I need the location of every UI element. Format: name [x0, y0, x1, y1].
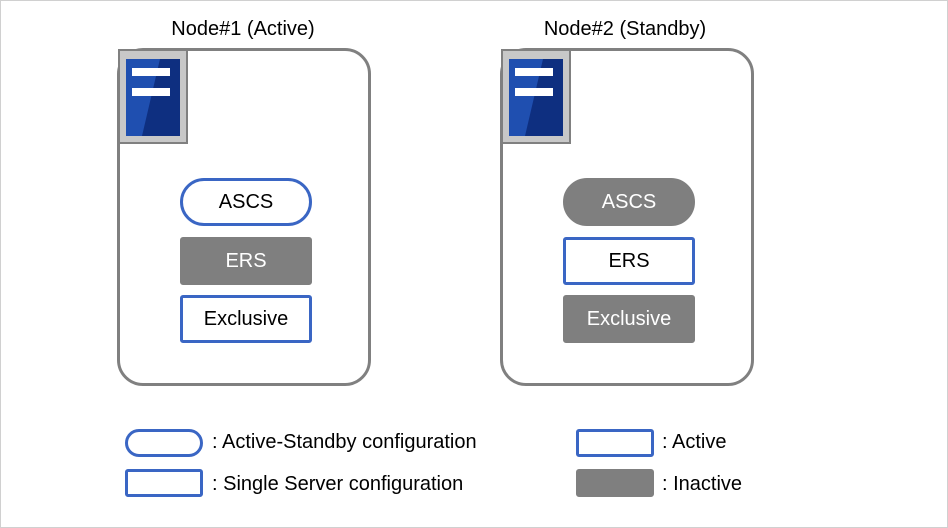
- node1-title: Node#1 (Active): [171, 18, 315, 40]
- node2-exclusive: Exclusive: [563, 295, 695, 343]
- node1-ers: ERS: [180, 237, 312, 285]
- legend-label-inactive: : Inactive: [662, 473, 743, 495]
- legend-swatch-single-server: [125, 469, 203, 497]
- legend-label-single-server: : Single Server configuration: [212, 473, 464, 495]
- server-icon: [501, 49, 571, 144]
- legend-label-active-standby: : Active-Standby configuration: [212, 431, 477, 453]
- node2-title: Node#2 (Standby): [543, 18, 707, 40]
- server-icon: [118, 49, 188, 144]
- legend-swatch-active-standby: [125, 429, 203, 457]
- legend-label-active: : Active: [662, 431, 727, 453]
- node1-ascs: ASCS: [180, 178, 312, 226]
- legend-swatch-inactive: [576, 469, 654, 497]
- legend-swatch-active: [576, 429, 654, 457]
- node2-ascs: ASCS: [563, 178, 695, 226]
- node2-ers: ERS: [563, 237, 695, 285]
- node1-exclusive: Exclusive: [180, 295, 312, 343]
